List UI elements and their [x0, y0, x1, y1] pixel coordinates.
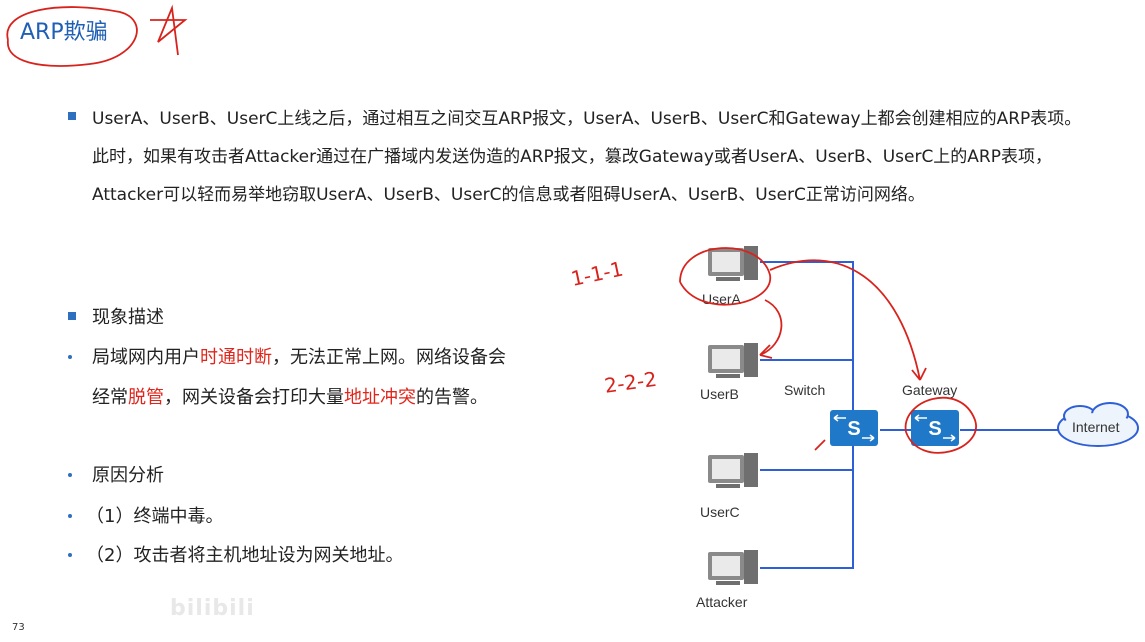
phenomenon-highlight: 时通时断: [200, 347, 272, 368]
phenomenon-heading: 现象描述: [92, 307, 164, 328]
phenomenon-text: ，网关设备会打印大量: [164, 387, 344, 408]
phenomenon-text: 的告警。: [416, 387, 488, 408]
link-attacker-switch: [760, 470, 854, 569]
computer-icon-usera: [708, 246, 758, 281]
attacker-label: Attacker: [696, 594, 748, 610]
computer-icon-attacker: [708, 550, 758, 585]
slide-title: ARP欺骗: [20, 20, 108, 45]
ink-switch-arrow: [814, 439, 826, 451]
svg-text:S: S: [847, 418, 860, 440]
computer-icon-userc: [708, 453, 758, 488]
page-number: 73: [12, 622, 25, 633]
ink-star: [150, 4, 188, 56]
phenomenon-highlight: 地址冲突: [344, 387, 416, 408]
phenomenon-line-1: 局域网内用户时通时断，无法正常上网。网络设备会: [92, 343, 506, 369]
cause-dot: [68, 553, 72, 557]
cause-item-1: （1）终端中毒。: [86, 506, 224, 527]
cause-dot: [68, 473, 72, 477]
intro-bullet: [68, 112, 76, 120]
userb-label: UserB: [700, 386, 739, 402]
link-usera-switch: [760, 261, 854, 412]
phenomenon-text: 局域网内用户: [92, 347, 200, 368]
computer-icon-userb: [708, 343, 758, 378]
ink-arrow-usera-userb: [759, 299, 783, 359]
cause-heading: 原因分析: [92, 465, 164, 486]
switch-icon: S: [830, 410, 878, 446]
ink-arrow-usera-gateway: [769, 259, 927, 381]
ink-note-2: 2-2-2: [603, 367, 658, 398]
svg-text:S: S: [928, 418, 941, 440]
userc-label: UserC: [700, 504, 740, 520]
internet-label: Internet: [1072, 419, 1120, 435]
gateway-icon: S: [911, 410, 959, 446]
ink-note-1: 1-1-1: [569, 256, 625, 290]
gateway-label: Gateway: [902, 382, 957, 398]
switch-label: Switch: [784, 382, 825, 398]
watermark-logo: bilibili: [170, 596, 255, 621]
phenomenon-bullet: [68, 312, 76, 320]
phenomenon-text: 经常: [92, 387, 128, 408]
network-links: [760, 261, 1060, 569]
phenomenon-text: ，无法正常上网。网络设备会: [272, 347, 506, 368]
phenomenon-line-2: 经常脱管，网关设备会打印大量地址冲突的告警。: [92, 383, 488, 409]
ink-gateway-circle: [904, 396, 977, 454]
intro-paragraph: UserA、UserB、UserC上线之后，通过相互之间交互ARP报文，User…: [92, 109, 1082, 205]
ink-annotations: [6, 4, 977, 454]
ink-usera-circle: [679, 247, 771, 306]
cause-item-2: （2）攻击者将主机地址设为网关地址。: [86, 545, 404, 566]
internet-cloud-icon: [1057, 402, 1139, 447]
phenomenon-highlight: 脱管: [128, 387, 164, 408]
ink-title-circle: [6, 6, 138, 67]
phenomenon-dot-1: [68, 355, 72, 359]
cause-dot: [68, 514, 72, 518]
